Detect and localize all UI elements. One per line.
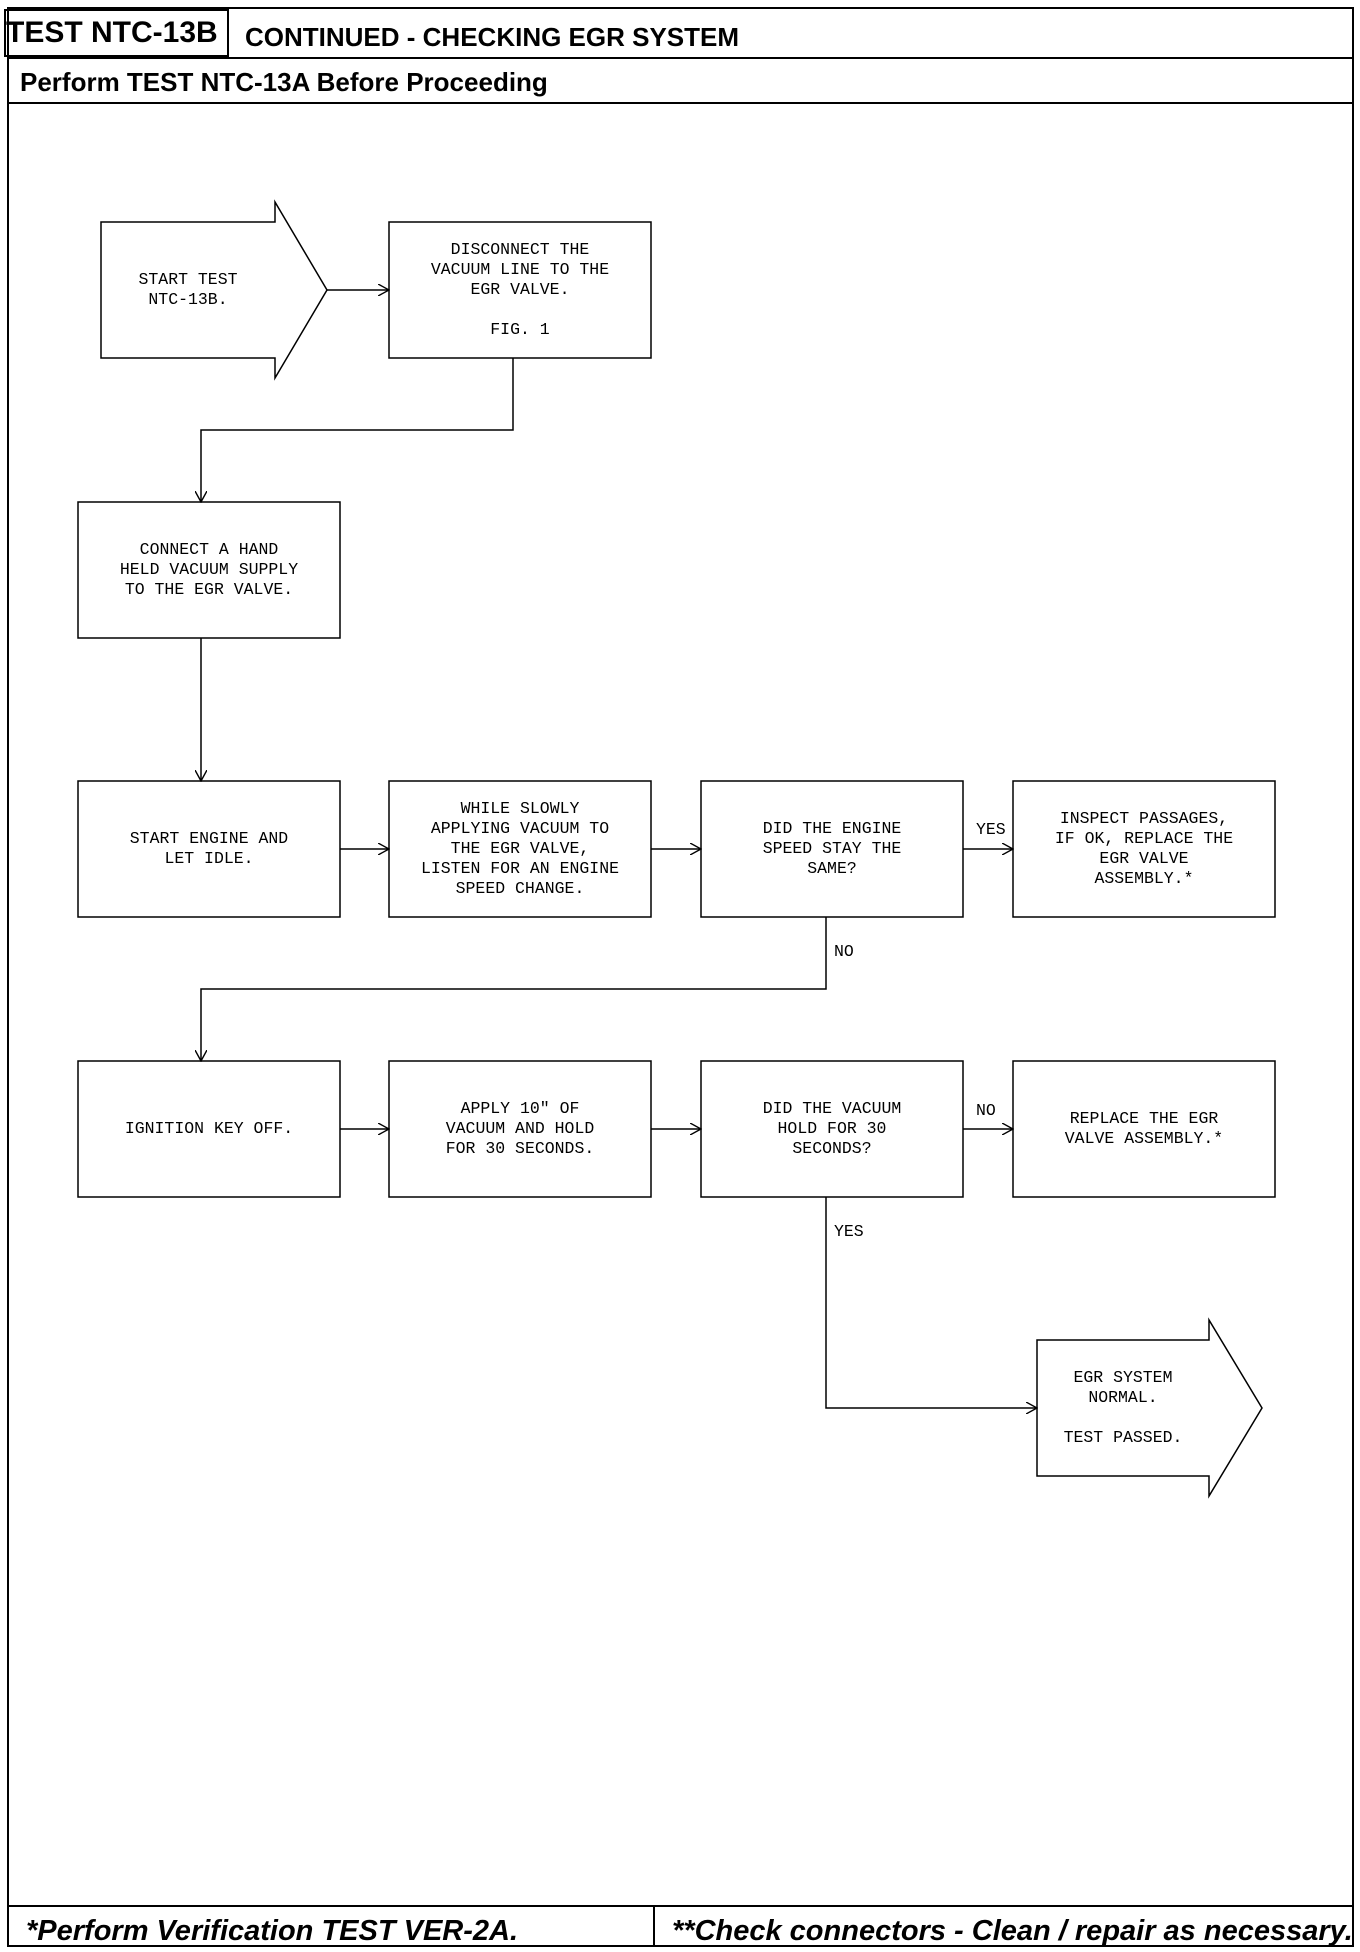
ignition-off-step: IGNITION KEY OFF.	[124, 1119, 294, 1138]
speed-yes-label: YES	[976, 820, 1006, 839]
arrow-hold-yes-to-normal	[825, 1197, 1037, 1408]
disconnect-step: DISCONNECT THE VACUUM LINE TO THE EGR VA…	[430, 240, 610, 339]
start-node-shape	[100, 199, 328, 381]
connect-step: CONNECT A HAND HELD VACUUM SUPPLY TO THE…	[119, 540, 299, 599]
footer-note-right: **Check connectors - Clean / repair as n…	[672, 1915, 1353, 1947]
apply-10-step: APPLY 10" OF VACUUM AND HOLD FOR 30 SECO…	[445, 1099, 595, 1158]
vacuum-hold-decision: DID THE VACUUM HOLD FOR 30 SECONDS?	[762, 1099, 902, 1158]
hold-yes-label: YES	[834, 1222, 864, 1241]
speed-no-label: NO	[834, 942, 854, 961]
inspect-step: INSPECT PASSAGES, IF OK, REPLACE THE EGR…	[1054, 809, 1234, 888]
replace-step: REPLACE THE EGR VALVE ASSEMBLY.*	[1064, 1109, 1224, 1148]
normal-end-node: EGR SYSTEM NORMAL. TEST PASSED.	[1063, 1368, 1183, 1447]
start-node: START TEST NTC-13B.	[138, 270, 238, 309]
page-border	[7, 7, 1354, 1947]
page-title: CONTINUED - CHECKING EGR SYSTEM	[245, 22, 740, 52]
arrow-disconnect-to-connect	[201, 358, 514, 502]
page-subtitle: Perform TEST NTC-13A Before Proceeding	[20, 67, 548, 97]
arrow-speed-no-to-ignition	[201, 917, 827, 1061]
hold-no-label: NO	[976, 1101, 996, 1120]
normal-node-shape	[1036, 1317, 1263, 1499]
test-id: TEST NTC-13B	[6, 16, 218, 49]
speed-same-decision: DID THE ENGINE SPEED STAY THE SAME?	[762, 819, 902, 878]
connect-box	[77, 501, 341, 639]
test-id-box	[4, 9, 229, 57]
start-engine-step: START ENGINE AND LET IDLE.	[129, 829, 289, 868]
footer-note-left: *Perform Verification TEST VER-2A.	[26, 1915, 519, 1947]
apply-slowly-step: WHILE SLOWLY APPLYING VACUUM TO THE EGR …	[420, 799, 620, 898]
